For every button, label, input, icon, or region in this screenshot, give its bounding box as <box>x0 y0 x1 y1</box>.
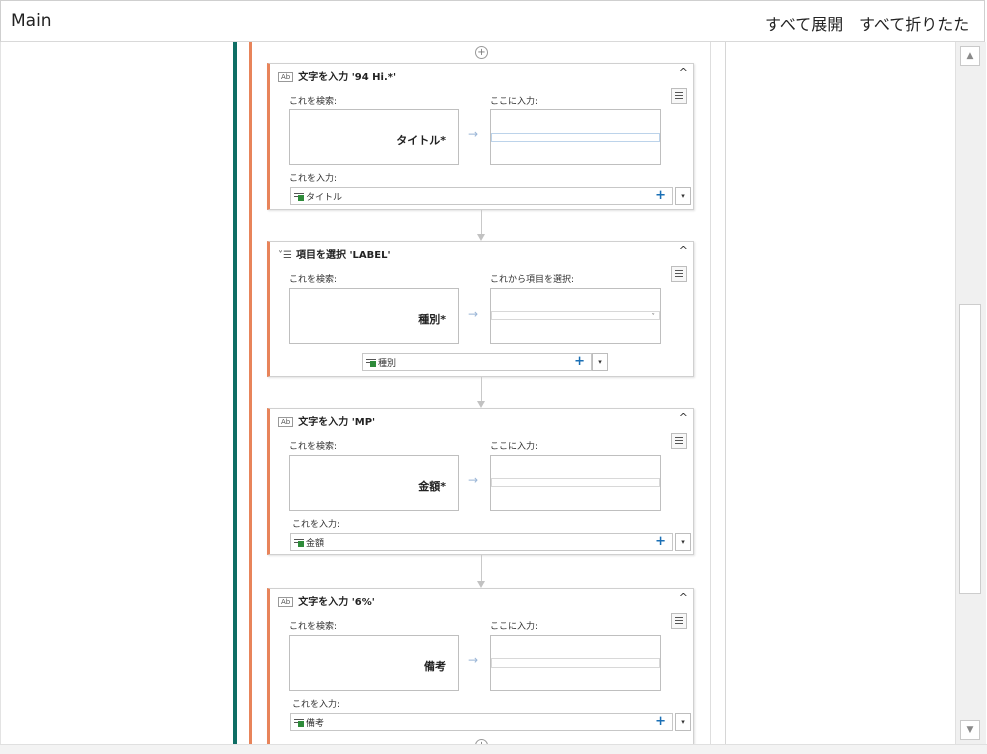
add-variable-icon[interactable]: + <box>655 188 666 203</box>
target-name: タイトル* <box>396 134 446 147</box>
type-into-icon: Ab <box>278 417 294 427</box>
hamburger-menu-icon[interactable] <box>671 613 687 629</box>
connector-arrow <box>477 581 485 588</box>
arrow-right-icon: → <box>468 307 479 321</box>
variable-name: 金額 <box>306 539 325 549</box>
variable-dropdown-button[interactable]: ▾ <box>675 187 691 205</box>
add-variable-icon[interactable]: + <box>655 714 666 729</box>
sequence-inner <box>252 42 711 744</box>
input-label: これを入力: <box>292 700 341 710</box>
target-name: 金額* <box>418 480 446 493</box>
variable-name: 種別 <box>378 359 397 369</box>
add-variable-icon[interactable]: + <box>655 534 666 549</box>
dest-label: ここに入力: <box>490 97 539 107</box>
designer-header: Main すべて展開 すべて折りたたみ <box>0 0 985 58</box>
destination-preview-box[interactable]: ˇ <box>490 288 661 344</box>
connector-line <box>481 377 482 401</box>
variable-icon <box>294 192 304 201</box>
dest-label: ここに入力: <box>490 442 539 452</box>
dest-label: これから項目を選択: <box>490 275 575 285</box>
activity-title: 文字を入力 'MP' <box>298 417 376 428</box>
dest-label: ここに入力: <box>490 622 539 632</box>
destination-field <box>491 658 660 668</box>
sequence-inner-bar <box>249 42 252 744</box>
target-element-box[interactable]: タイトル* <box>289 109 459 165</box>
destination-preview-box[interactable] <box>490 455 661 511</box>
expand-all-button[interactable]: すべて展開 <box>765 15 844 34</box>
collapse-icon[interactable]: ^ <box>678 244 688 257</box>
hamburger-menu-icon[interactable] <box>671 88 687 104</box>
target-name: 備考 <box>424 660 446 673</box>
hamburger-menu-icon[interactable] <box>671 266 687 282</box>
add-activity-icon[interactable]: + <box>475 46 488 59</box>
activity-type-into-amount[interactable]: Ab 文字を入力 'MP' ^ これを検索: ここに入力: 金額* → これを入力… <box>267 408 694 555</box>
destination-select-field: ˇ <box>491 311 660 321</box>
activity-title: 文字を入力 '6%' <box>298 597 375 608</box>
sequence-outer-bar <box>233 42 237 744</box>
sequence-frame <box>233 42 726 744</box>
activity-type-into-notes[interactable]: Ab 文字を入力 '6%' ^ これを検索: ここに入力: 備考 → これを入力:… <box>267 588 694 744</box>
activity-header: Ab 文字を入力 '94 Hi.*' <box>278 68 397 83</box>
destination-field <box>491 133 660 142</box>
target-element-box[interactable]: 備考 <box>289 635 459 691</box>
bottom-strip <box>0 744 987 754</box>
scroll-up-icon[interactable]: ▲ <box>960 46 980 66</box>
find-label: これを検索: <box>289 275 338 285</box>
vertical-scrollbar[interactable]: ▲ ▼ <box>955 42 986 744</box>
variable-name: 備考 <box>306 719 325 729</box>
variable-input[interactable]: タイトル + <box>290 187 673 205</box>
scrollbar-thumb[interactable] <box>959 304 981 594</box>
add-variable-icon[interactable]: + <box>574 354 585 369</box>
find-label: これを検索: <box>289 97 338 107</box>
activity-title: 項目を選択 'LABEL' <box>295 250 391 261</box>
target-name: 種別* <box>418 313 446 326</box>
connector-arrow <box>477 234 485 241</box>
activity-header: ˅☰項目を選択 'LABEL' <box>278 246 391 261</box>
variable-dropdown-button[interactable]: ▾ <box>592 353 608 371</box>
scroll-down-icon[interactable]: ▼ <box>960 720 980 740</box>
connector-line <box>481 555 482 581</box>
activity-header: Ab 文字を入力 '6%' <box>278 593 375 608</box>
input-label: これを入力: <box>292 520 341 530</box>
chevron-down-icon: ˇ <box>651 313 656 321</box>
variable-icon <box>366 358 376 367</box>
activity-header: Ab 文字を入力 'MP' <box>278 413 376 428</box>
variable-dropdown-button[interactable]: ▾ <box>675 713 691 731</box>
collapse-icon[interactable]: ^ <box>678 66 688 79</box>
variable-dropdown-button[interactable]: ▾ <box>675 533 691 551</box>
select-item-icon: ˅☰ <box>278 250 292 261</box>
activity-select-item-label[interactable]: ˅☰項目を選択 'LABEL' ^ これを検索: これから項目を選択: 種別* … <box>267 241 694 377</box>
variable-input[interactable]: 備考 + <box>290 713 673 731</box>
collapse-icon[interactable]: ^ <box>678 411 688 424</box>
target-element-box[interactable]: 金額* <box>289 455 459 511</box>
designer-canvas: + Ab 文字を入力 '94 Hi.*' ^ これを検索: ここに入力: タイトル… <box>0 42 956 744</box>
variable-input[interactable]: 種別 + <box>362 353 592 371</box>
variable-icon <box>294 718 304 727</box>
connector-arrow <box>477 401 485 408</box>
type-into-icon: Ab <box>278 72 294 82</box>
arrow-right-icon: → <box>468 127 479 141</box>
hamburger-menu-icon[interactable] <box>671 433 687 449</box>
arrow-right-icon: → <box>468 473 479 487</box>
destination-preview-box[interactable] <box>490 109 661 165</box>
workflow-title: Main <box>11 11 52 31</box>
find-label: これを検索: <box>289 622 338 632</box>
connector-line <box>481 210 482 234</box>
variable-icon <box>294 538 304 547</box>
destination-preview-box[interactable] <box>490 635 661 691</box>
type-into-icon: Ab <box>278 597 294 607</box>
collapse-icon[interactable]: ^ <box>678 591 688 604</box>
arrow-right-icon: → <box>468 653 479 667</box>
find-label: これを検索: <box>289 442 338 452</box>
variable-name: タイトル <box>306 193 343 203</box>
activity-title: 文字を入力 '94 Hi.*' <box>298 72 397 83</box>
input-label: これを入力: <box>289 174 338 184</box>
variable-input[interactable]: 金額 + <box>290 533 673 551</box>
target-element-box[interactable]: 種別* <box>289 288 459 344</box>
destination-field <box>491 478 660 487</box>
